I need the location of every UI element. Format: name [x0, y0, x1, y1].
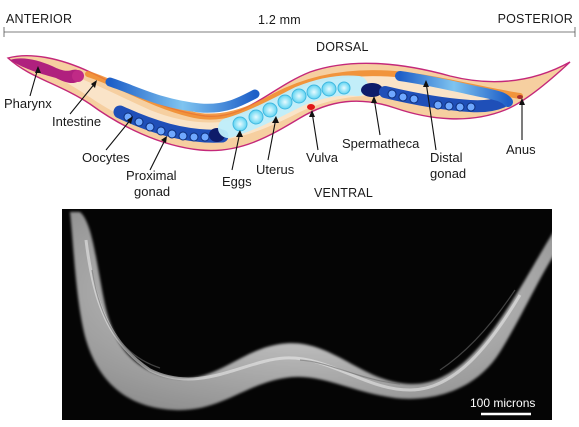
worm-diagram — [8, 56, 570, 151]
ventral-label: VENTRAL — [314, 186, 373, 200]
egg — [233, 117, 247, 131]
vulva-arrow — [312, 112, 318, 150]
egg — [307, 85, 321, 99]
eggs-label: Eggs — [222, 174, 252, 189]
oocytes-label: Oocytes — [82, 150, 130, 165]
posterior-label: POSTERIOR — [498, 12, 573, 26]
egg — [249, 110, 263, 124]
pharynx-bulb — [72, 70, 84, 82]
oocyte — [410, 95, 418, 103]
oocyte — [467, 103, 475, 111]
anterior-label: ANTERIOR — [6, 12, 72, 26]
oocyte — [399, 93, 407, 101]
oocyte — [179, 132, 187, 140]
egg — [292, 89, 306, 103]
length-label: 1.2 mm — [258, 13, 301, 27]
vulva-marker — [307, 104, 315, 110]
intestine-label: Intestine — [52, 114, 101, 129]
oocyte — [190, 133, 198, 141]
uterus-label: Uterus — [256, 162, 295, 177]
proximal-gonad-label-line2: gonad — [134, 184, 170, 199]
length-axis: ANTERIOR 1.2 mm POSTERIOR — [4, 12, 575, 37]
egg — [263, 103, 277, 117]
oocyte — [434, 101, 442, 109]
oocyte — [157, 127, 165, 135]
oocyte — [201, 133, 209, 141]
egg — [322, 82, 336, 96]
oocyte — [388, 90, 396, 98]
oocyte — [445, 102, 453, 110]
oocyte — [456, 103, 464, 111]
vulva-label: Vulva — [306, 150, 339, 165]
micrograph-panel: 100 microns — [62, 209, 556, 420]
distal-gonad-label-line2: gonad — [430, 166, 466, 181]
anus-label: Anus — [506, 142, 536, 157]
spermatheca-label: Spermatheca — [342, 136, 420, 151]
scale-bar-label: 100 microns — [470, 396, 535, 410]
egg — [338, 82, 350, 94]
oocyte — [135, 118, 143, 126]
dorsal-label: DORSAL — [316, 40, 369, 54]
egg — [278, 95, 292, 109]
oocyte — [146, 123, 154, 131]
proximal-gonad-arrow — [150, 138, 166, 170]
pharynx-label: Pharynx — [4, 96, 52, 111]
proximal-gonad-label-line1: Proximal — [126, 168, 177, 183]
oocyte — [168, 130, 176, 138]
distal-gonad-label-line1: Distal — [430, 150, 463, 165]
